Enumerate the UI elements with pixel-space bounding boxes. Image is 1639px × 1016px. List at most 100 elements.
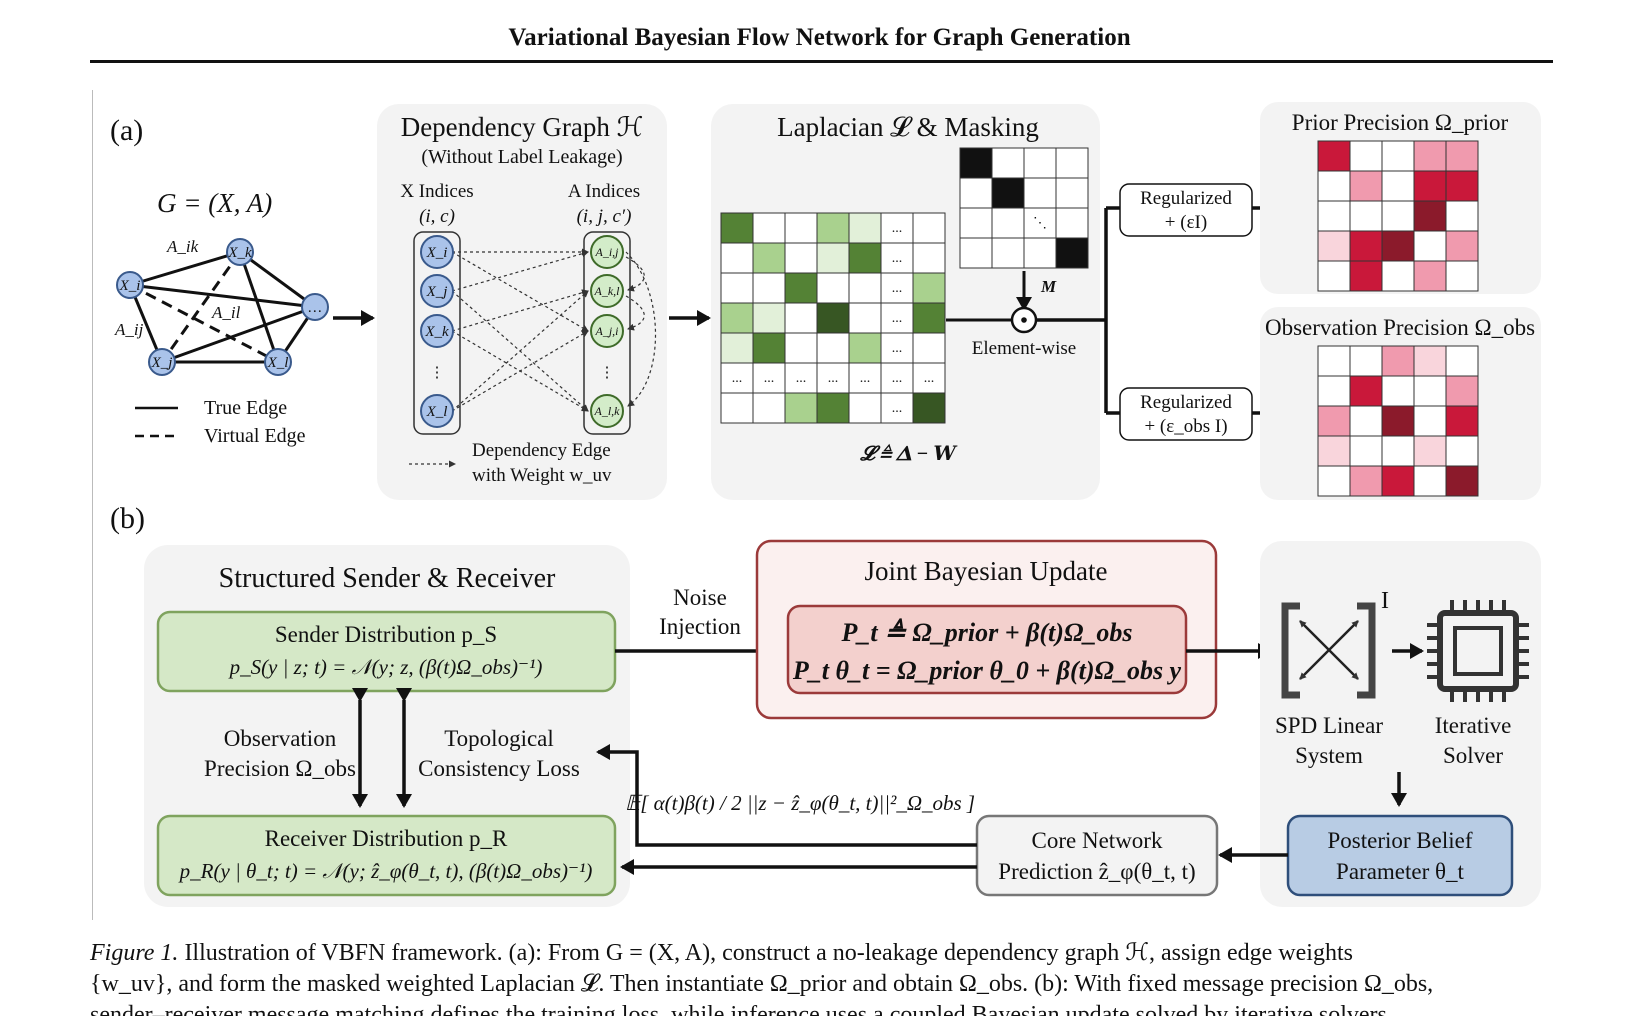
- dependency-subtitle: (Without Label Leakage): [421, 146, 622, 168]
- figure-caption: Figure 1. Illustration of VBFN framework…: [90, 938, 1553, 1016]
- matrix-cell: [1445, 260, 1479, 292]
- dependency-edge-legend-2: with Weight w_uv: [472, 465, 612, 486]
- x-node-label: X_l: [426, 404, 448, 420]
- matrix-cell: [752, 272, 786, 304]
- matrix-cell: [720, 302, 754, 334]
- matrix-cell: [1445, 405, 1479, 437]
- matrix-ellipsis: ...: [924, 371, 935, 386]
- matrix-cell: [1349, 170, 1383, 202]
- matrix-cell: [1445, 170, 1479, 202]
- sender-receiver-title: Structured Sender & Receiver: [219, 563, 556, 594]
- edge-label-aij: A_ij: [114, 320, 144, 339]
- a-node-label: A_j,i: [595, 324, 619, 338]
- legend-true-label: True Edge: [204, 397, 287, 419]
- matrix-cell: [816, 272, 850, 304]
- matrix-cell: [1023, 207, 1057, 239]
- x-node: [420, 394, 454, 428]
- arrow-loss-to-topology: [596, 744, 977, 847]
- matrix-cell: [1055, 207, 1089, 239]
- matrix-cell: [784, 332, 818, 364]
- solver-label-2: Solver: [1443, 743, 1503, 768]
- matrix-cell: [752, 212, 786, 244]
- caption-line-3: sender–receiver message matching defines…: [90, 1002, 1393, 1016]
- topo-loss-label-1: Topological: [444, 726, 554, 751]
- core-network-line1: Core Network: [1032, 828, 1163, 853]
- matrix-cell: [912, 272, 946, 304]
- legend-virtual-label: Virtual Edge: [204, 425, 306, 447]
- noise-label-2: Injection: [659, 614, 741, 639]
- matrix-cell: [1317, 200, 1351, 232]
- graph-node-label: X_l: [267, 355, 289, 371]
- a-node-ellipsis: ⋮: [600, 365, 615, 381]
- receiver-line2: p_R(y | θ_t; t) = 𝒩(y; ẑ_φ(θ_t, t), (β(t…: [178, 859, 593, 883]
- loss-expression: 𝔼[ α(t)β(t) / 2 ||z − ẑ_φ(θ_t, t)||²_Ω_o…: [625, 791, 975, 815]
- matrix-ellipsis: ...: [732, 371, 743, 386]
- caption-line-1: Figure 1. Illustration of VBFN framework…: [90, 938, 1553, 969]
- matrix-cell: [816, 392, 850, 424]
- matrix-cell: [1445, 435, 1479, 467]
- matrix-cell: [784, 242, 818, 274]
- a-index-nodes: [590, 235, 624, 428]
- matrix-cell: [880, 332, 914, 364]
- graph-node: [226, 238, 254, 266]
- matrix-cell: [880, 272, 914, 304]
- caption-line-2: {w_uv}, and form the masked weighted Lap…: [90, 971, 1434, 997]
- matrix-cell: [1413, 230, 1447, 262]
- obs-precision-matrix: [1317, 345, 1479, 497]
- matrix-cell: [1023, 177, 1057, 209]
- regularized-prior-box: [1119, 183, 1253, 237]
- matrix-cell: [1349, 230, 1383, 262]
- branch-connector: [1036, 206, 1120, 415]
- caption-label: Figure 1.: [90, 940, 179, 966]
- dependency-title: Dependency Graph ℋ: [401, 112, 644, 142]
- matrix-cell: [912, 242, 946, 274]
- a-node: [590, 314, 624, 348]
- joint-update-title: Joint Bayesian Update: [865, 556, 1108, 586]
- matrix-cell: [752, 242, 786, 274]
- matrix-cell: [1413, 465, 1447, 497]
- sender-line1: Sender Distribution p_S: [275, 622, 497, 647]
- matrix-cell: [912, 212, 946, 244]
- matrix-ellipsis: ...: [892, 281, 903, 296]
- matrix-ellipsis: ...: [892, 371, 903, 386]
- matrix-cell: [1381, 465, 1415, 497]
- matrix-cell: [1317, 140, 1351, 172]
- matrix-cell: [1349, 200, 1383, 232]
- matrix-cell: [1381, 375, 1415, 407]
- matrix-cell: [1445, 345, 1479, 377]
- matrix-ellipsis: ...: [764, 371, 775, 386]
- edge-label-ail: A_il: [211, 303, 241, 322]
- matrix-cell: [1349, 405, 1383, 437]
- matrix-cell: [1445, 140, 1479, 172]
- x-node-label: X_j: [426, 284, 448, 300]
- header-rule: [90, 60, 1553, 63]
- caption-text-1: Illustration of VBFN framework. (a): Fro…: [184, 940, 1353, 966]
- matrix-cell: [1349, 375, 1383, 407]
- matrix-cell: [912, 302, 946, 334]
- graph-node-label: …: [308, 300, 321, 316]
- matrix-cell: [1413, 405, 1447, 437]
- matrix-cell: [816, 362, 850, 394]
- matrix-cell: [959, 147, 993, 179]
- x-indices-sub: (i, c): [419, 206, 455, 227]
- obs-precision-label-1: Observation: [224, 726, 337, 751]
- running-header-title: Variational Bayesian Flow Network for Gr…: [508, 24, 1131, 51]
- x-node: [420, 274, 454, 308]
- dependency-edges: [451, 248, 657, 412]
- matrix-cell: [848, 332, 882, 364]
- matrix-cell: [848, 242, 882, 274]
- laplacian-matrix: .......................................: [720, 212, 946, 424]
- x-node: [420, 314, 454, 348]
- matrix-cell: [1381, 140, 1415, 172]
- laplacian-title: Laplacian 𝓛 & Masking: [777, 112, 1039, 142]
- graph-virtual-edges: [129, 251, 279, 364]
- graph-node-label: X_k: [227, 245, 252, 261]
- elementwise-op-dot: [1021, 317, 1027, 323]
- matrix-cell: [1445, 200, 1479, 232]
- matrix-cell: [1317, 405, 1351, 437]
- graph-node: [148, 348, 176, 376]
- matrix-cell: [720, 212, 754, 244]
- matrix-cell: [1317, 170, 1351, 202]
- posterior-line1: Posterior Belief: [1328, 828, 1473, 853]
- matrix-cell: [991, 147, 1025, 179]
